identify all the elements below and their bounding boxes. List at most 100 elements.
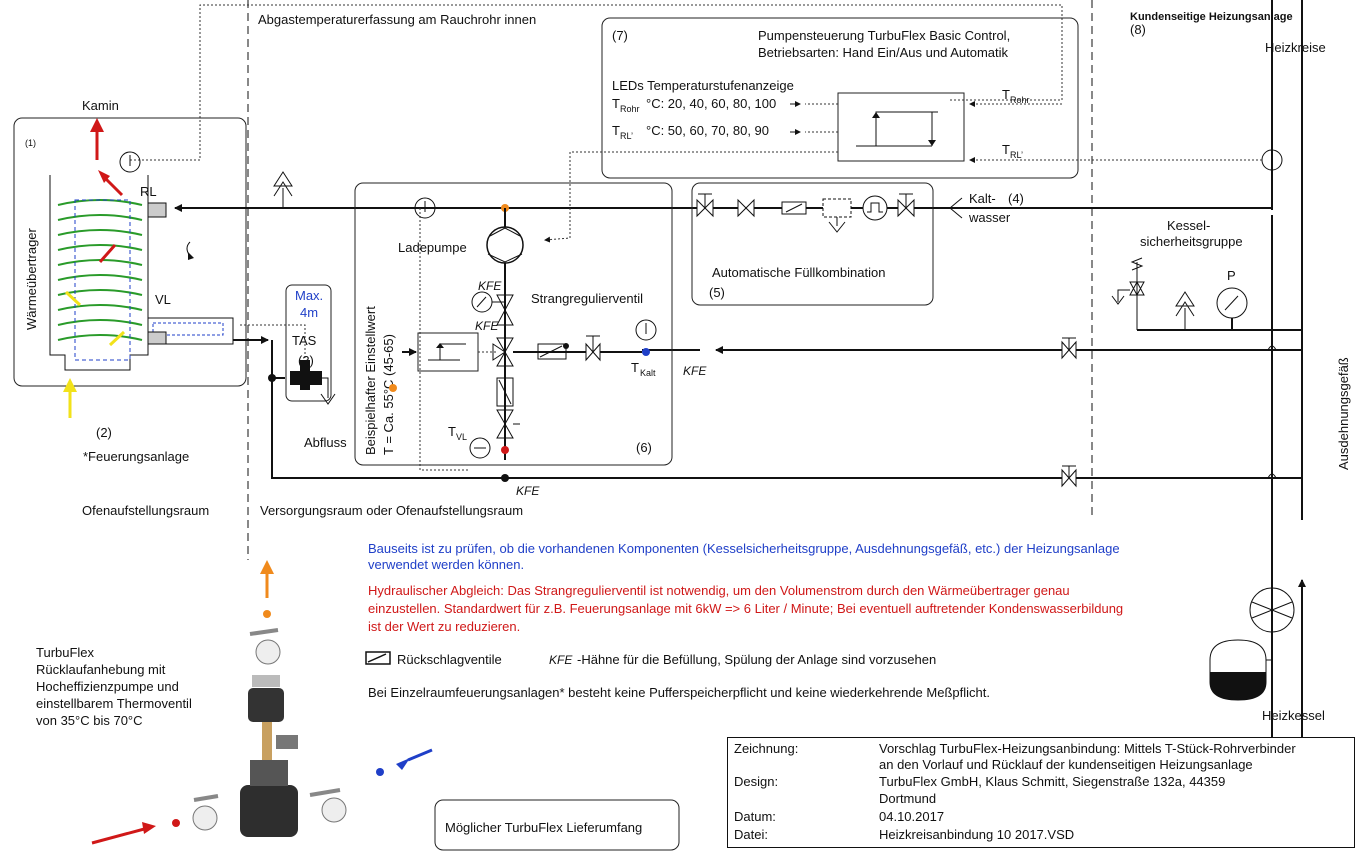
setpoint-dot (389, 384, 397, 392)
control-box (601, 17, 1079, 179)
t-vl-sub: VL (456, 432, 467, 442)
ladepumpe-label: Ladepumpe (398, 240, 467, 255)
strang-valve-icon (585, 335, 601, 362)
setpoint-1: Beispielhafter Einstellwert (363, 306, 378, 455)
note-blue-1: Bauseits ist zu prüfen, ob die vorhanden… (368, 541, 1120, 556)
kfe-legend: KFE (549, 653, 573, 667)
lieferumfang-label: Möglicher TurbuFlex Lieferumfang (445, 820, 642, 835)
rohr-values: °C: 20, 40, 60, 80, 100 (646, 96, 776, 111)
kalt-thermometer-icon (635, 319, 657, 341)
t-kalt-sub: Kalt (640, 368, 656, 378)
strang-label: Strangregulierventil (531, 291, 643, 306)
flue-sensor-line (130, 4, 1063, 161)
pressure-label: P (1227, 268, 1236, 283)
leds-label: LEDs Temperaturstufenanzeige (612, 78, 794, 93)
top-note: Abgastemperaturerfassung am Rauchrohr in… (258, 12, 536, 27)
abfluss-label: Abfluss (304, 435, 347, 450)
oven-num: (1) (25, 138, 36, 148)
vent-icon (273, 171, 293, 208)
safety-valve-icon (1129, 257, 1145, 330)
customer-title: Kundenseitige Heizungsanlage (1130, 11, 1293, 23)
t-vl-sym: T (448, 424, 456, 439)
t-kalt-sym: T (631, 360, 639, 375)
ctrl-t-rohr: T (1002, 87, 1010, 102)
tb-zeichnung-label: Zeichnung: (734, 741, 799, 756)
check-valve-icon (537, 343, 567, 360)
product-line-2: Rücklaufanhebung mit (36, 662, 166, 677)
feuer-num: (2) (96, 425, 112, 440)
thermo-valve-icon (417, 332, 479, 372)
fill-combination-icons (696, 193, 963, 233)
tas-max: Max. (295, 288, 323, 303)
valve-top-icon (496, 294, 514, 326)
tb-design-value-2: Dortmund (879, 791, 937, 806)
product-image (91, 560, 433, 845)
vl-label: VL (155, 292, 171, 307)
title-block: Zeichnung: Vorschlag TurbuFlex-Heizungsa… (727, 737, 1355, 848)
kfe-label-4: KFE (516, 484, 540, 498)
tb-design-label: Design: (734, 774, 779, 789)
tb-design-value-1: TurbuFlex GmbH, Klaus Schmitt, Siegenstr… (879, 774, 1226, 789)
tas-box (285, 284, 332, 402)
note-red-2: einzustellen. Standardwert für z.B. Feue… (368, 601, 1123, 616)
product-line-1: TurbuFlex (36, 645, 95, 660)
rl-label: RL (140, 184, 157, 199)
control-num: (7) (612, 28, 628, 43)
vl-thermometer-icon (469, 437, 491, 459)
tas-label: TAS (292, 333, 317, 348)
lieferumfang-box (434, 799, 680, 851)
exchanger-outline (49, 175, 149, 371)
kalt-label: Kalt- (969, 191, 996, 206)
hysteresis-icon (856, 111, 938, 147)
kfe-label-2: KFE (475, 319, 499, 333)
ladepumpe-icon (486, 226, 524, 264)
fill-box (691, 182, 934, 306)
rueckschlag-label: Rückschlagventile (397, 652, 502, 667)
kamin-label: Kamin (82, 98, 119, 113)
flue-thermometer-icon (119, 151, 141, 173)
valve-flow-icon (1061, 465, 1077, 488)
einzel-note: Bei Einzelraumfeuerungsanlagen* besteht … (368, 685, 990, 700)
ctrl-t-rohr-sub: Rohr (1010, 95, 1030, 105)
t-rl-sub: RL’ (620, 131, 633, 141)
tb-zeichnung-value-2: an den Vorlauf und Rücklauf der kundense… (879, 757, 1253, 772)
kfe-label-3: KFE (683, 364, 707, 378)
note-red-3: ist der Wert zu reduzieren. (368, 619, 520, 634)
coil-icon (57, 199, 143, 341)
feuerungsanlage-label: *Feuerungsanlage (83, 449, 189, 464)
mid-room-label: Versorgungsraum oder Ofenaufstellungsrau… (260, 503, 523, 518)
fill-num: (4) (1008, 191, 1024, 206)
control-title-1: Pumpensteuerung TurbuFlex Basic Control, (758, 28, 1010, 43)
vl-sensor-dot (501, 446, 509, 454)
group-num: (6) (636, 440, 652, 455)
kfe-hint: -Hähne für die Befüllung, Spülung der An… (577, 652, 936, 667)
product-line-3: Hocheffizienzpumpe und (36, 679, 179, 694)
note-red-1: Hydraulischer Abgleich: Das Strangreguli… (368, 583, 1070, 598)
controller-unit (837, 92, 965, 162)
kessel-pump-icon (1249, 587, 1295, 633)
lower-check-icon (496, 377, 514, 407)
fill-label: Automatische Füllkombination (712, 265, 885, 280)
valve-bottom-icon (496, 409, 514, 439)
rl-values: °C: 50, 60, 70, 80, 90 (646, 123, 769, 138)
waermeuebertrager-label: Wärmeübertrager (24, 227, 39, 330)
tb-datei-value: Heizkreisanbindung 10 2017.VSD (879, 827, 1075, 842)
ctrl-t-rl-sub: RL’ (1010, 150, 1023, 160)
heizkessel-label: Heizkessel (1262, 708, 1325, 723)
kalt-sensor-dot (642, 348, 650, 356)
heizkreise-label: Heizkreise (1265, 40, 1326, 55)
valve-return-icon (1061, 337, 1077, 360)
oven-box (13, 117, 247, 387)
left-room-label: Ofenaufstellungsraum (82, 503, 209, 518)
pump-group-box (354, 182, 673, 466)
mixing-valve-icon (492, 337, 514, 367)
rl-pipe (174, 160, 1273, 212)
wasser-label: wasser (968, 210, 1011, 225)
kessel-vent-icon (1175, 291, 1195, 330)
fill-num-2: (5) (709, 285, 725, 300)
tb-zeichnung-value-1: Vorschlag TurbuFlex-Heizungsanbindung: M… (879, 741, 1296, 756)
kfe-label-1: KFE (478, 279, 502, 293)
customer-num: (8) (1130, 22, 1146, 37)
kessel-label-1: Kessel- (1167, 218, 1210, 233)
